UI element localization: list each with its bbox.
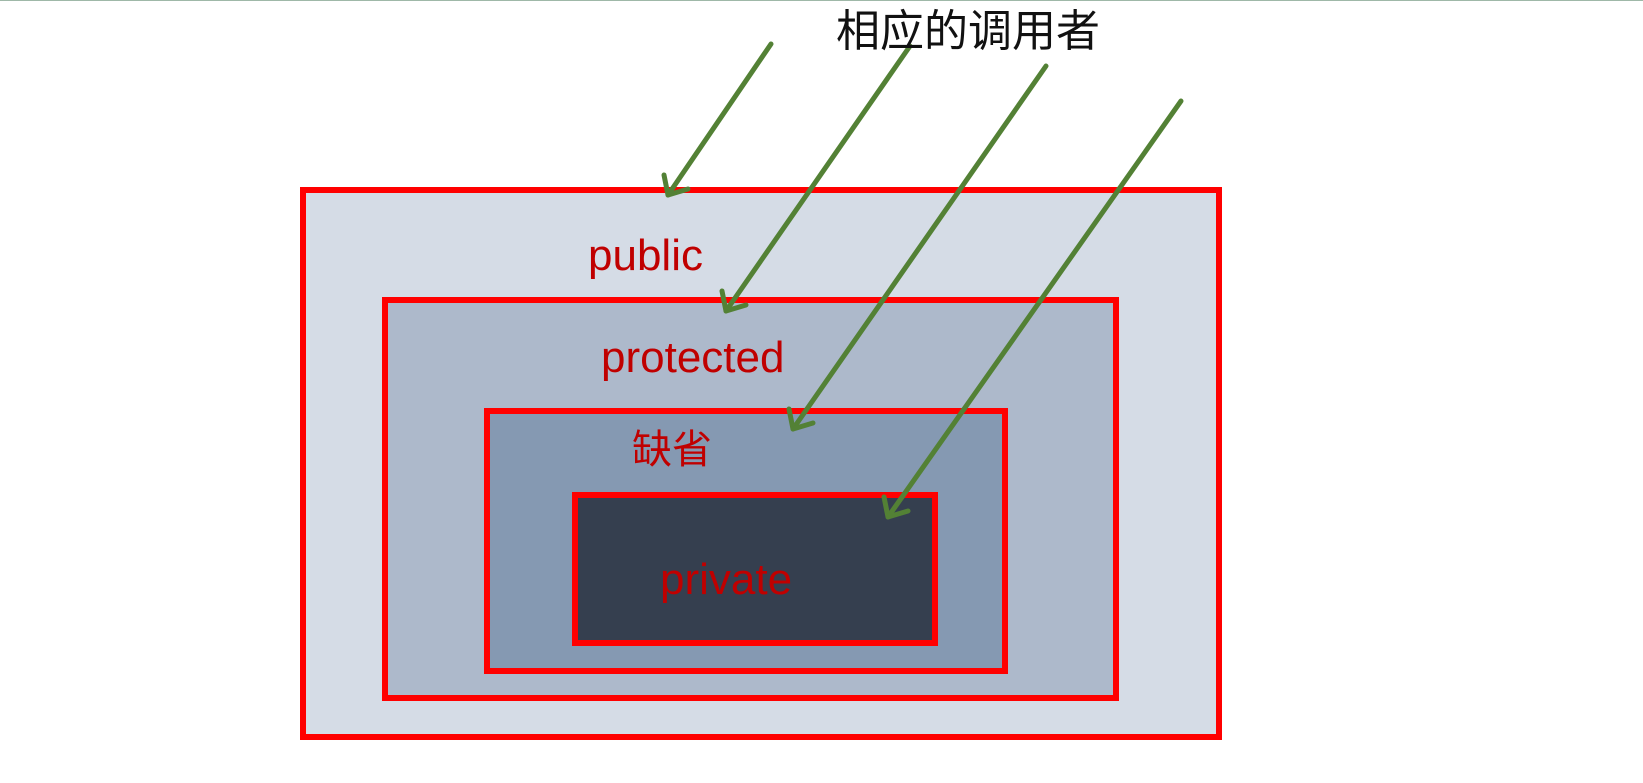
private-scope-box: [572, 492, 938, 646]
public-label: public: [588, 231, 703, 280]
arrow-to-default: [786, 63, 1049, 432]
arrow-to-private: [881, 98, 1184, 520]
private-label: private: [660, 555, 793, 604]
caller-label: 相应的调用者: [836, 6, 1100, 57]
arrow-to-public: [661, 41, 774, 198]
arrow-to-protected: [719, 43, 913, 314]
protected-label: protected: [601, 333, 785, 382]
default-label: 缺省: [632, 427, 712, 473]
top-divider: [0, 0, 1643, 1]
